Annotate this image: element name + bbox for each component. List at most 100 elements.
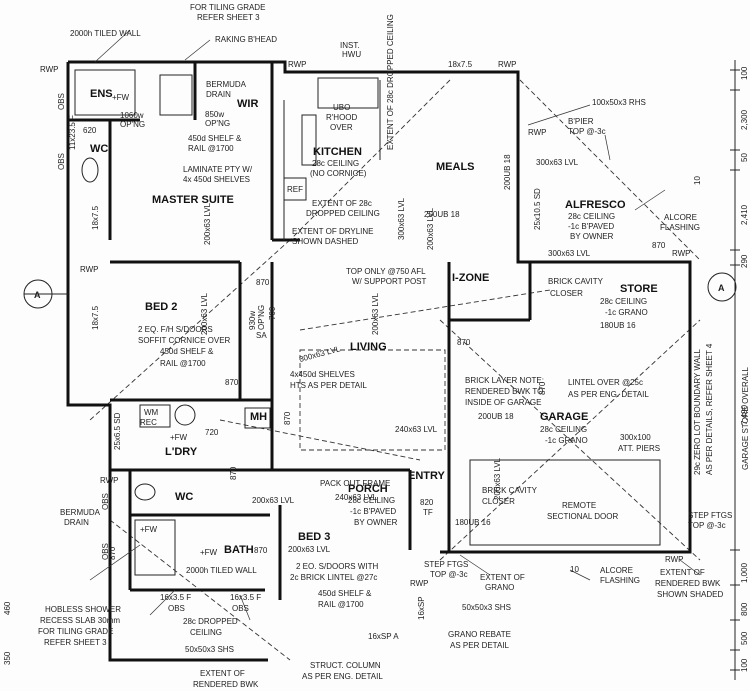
dim-870-store: 870 — [538, 381, 547, 395]
note-shelves-2: HTS AS PER DETAIL — [290, 381, 367, 390]
note-extent-ceiling-2: DROPPED CEILING — [306, 209, 380, 218]
note-tiled-wall-top: 2000h TILED WALL — [70, 29, 141, 38]
room-store: STORE — [620, 283, 658, 295]
note-smoke-alarm: SA — [256, 331, 267, 340]
note-extent-rendered-right-1: EXTENT OF — [660, 568, 705, 577]
note-opening-930-2: OP'NG — [257, 305, 266, 330]
note-bermuda-top-1: BERMUDA — [206, 80, 247, 89]
note-lvl-200-master: 200x63 LVL — [203, 202, 212, 245]
note-hobless-1: HOBLESS SHOWER — [45, 605, 121, 614]
room-kitchen: KITCHEN — [313, 146, 362, 158]
dim-870-left: 870 — [108, 546, 117, 560]
note-extent-rendered-right-2: RENDERED BWK — [655, 579, 721, 588]
dim-870-alfresco: 870 — [652, 241, 666, 250]
dim-right-1: 2,300 — [740, 109, 749, 130]
note-lvl-200-bed2: 200x63 LVL — [200, 292, 209, 335]
note-opening-850-1: 850w — [205, 110, 224, 119]
note-tiled-wall-bath: 2000h TILED WALL — [186, 566, 257, 575]
plan-labels: ENS WC WIR KITCHEN MEALS MASTER SUITE AL… — [3, 3, 750, 689]
note-brick-cavity-mid-2: CLOSER — [482, 497, 515, 506]
note-lvl-200-bed3: 200x63 LVL — [288, 545, 331, 554]
note-ubo-1: UBO — [333, 103, 350, 112]
note-struct-column-2: AS PER ENG. DETAIL — [302, 672, 383, 681]
walls — [66, 60, 692, 662]
section-marker-right-label: A — [718, 283, 725, 293]
note-rwp-2: RWP — [288, 60, 307, 69]
note-shs-left: 50x50x3 SHS — [185, 645, 234, 654]
room-entry: ENTRY — [408, 470, 446, 482]
note-laminate-2: 4x 450d SHELVES — [183, 175, 250, 184]
note-shelf-master-2: RAIL @1700 — [188, 144, 234, 153]
note-rhs: 100x50x3 RHS — [592, 98, 646, 107]
washing-machine-label: WM — [144, 408, 159, 417]
note-floor-waste-bath: +FW — [140, 525, 158, 534]
note-tiling-grade-top-1: FOR TILING GRADE — [190, 3, 265, 12]
note-extent-dryline-1: EXTENT OF DRYLINE — [292, 227, 374, 236]
detail-10-top: 10 — [693, 176, 702, 185]
note-extent-rendered-left-2: RENDERED BWK — [193, 680, 259, 689]
note-bed3-doors-2: 2c BRICK LINTEL @27c — [290, 573, 377, 582]
note-dropped-ceiling-2: CEILING — [190, 628, 222, 637]
note-spacing-16x35-2: 16x3.5 F — [230, 593, 261, 602]
note-dropped-ceiling-1: 28c DROPPED — [183, 617, 238, 626]
note-bermuda-top-2: DRAIN — [206, 90, 231, 99]
note-brick-layer-3: INSIDE OF GARAGE — [465, 398, 541, 407]
note-lvl-200-garage: 200x63 LVL — [493, 457, 502, 500]
note-bed2-doors-1: 2 EQ. F/H S/DOORS — [138, 325, 213, 334]
note-grano-rebate-1: GRANO REBATE — [448, 630, 511, 639]
note-bed3-shelf-2: RAIL @1700 — [318, 600, 364, 609]
note-obs-1: OBS — [57, 93, 66, 110]
dim-right-8: 500 — [740, 631, 749, 645]
room-ens: ENS — [90, 88, 113, 100]
note-alfresco-paved-2: BY OWNER — [570, 232, 614, 241]
note-bed3-shelf-1: 450d SHELF & — [318, 589, 372, 598]
section-marker-left — [23, 279, 68, 309]
dim-870-bed2: 870 — [225, 378, 239, 387]
note-ubo-2: R'HOOD — [326, 113, 358, 122]
room-wc-upper: WC — [90, 143, 108, 155]
room-wc-lower: WC — [175, 491, 193, 503]
note-opening-850-2: OP'NG — [205, 119, 230, 128]
note-hobless-2: RECESS SLAB 30mm — [40, 616, 120, 625]
note-rwp-3: RWP — [498, 60, 517, 69]
note-bed2-shelf-1: 450d SHELF & — [160, 347, 214, 356]
note-extent-dryline-2: SHOWN DASHED — [292, 237, 358, 246]
note-garage-overall: GARAGE STORE OVERALL — [741, 366, 750, 470]
room-bath: BATH — [224, 544, 254, 556]
dim-right-5: 7,490 — [740, 404, 749, 425]
dim-720: 720 — [205, 428, 219, 437]
note-lintel-1: LINTEL OVER @25c — [568, 378, 643, 387]
note-ub-200-3: 200UB 18 — [478, 412, 514, 421]
note-hobless-4: REFER SHEET 3 — [44, 638, 107, 647]
note-bpier-1: B'PIER — [568, 117, 594, 126]
note-obs-2: OBS — [57, 153, 66, 170]
note-lvl-200-meals: 200x63 LVL — [426, 207, 435, 250]
note-opening-1060-1: 1060w — [120, 111, 144, 120]
dim-870-izone: 870 — [457, 338, 471, 347]
dim-820: 820 — [420, 498, 434, 507]
note-obs-6: OBS — [232, 604, 249, 613]
note-obs-4: OBS — [101, 543, 110, 560]
note-grano-rebate-2: AS PER DETAIL — [450, 641, 510, 650]
fridge-label: REF — [287, 185, 303, 194]
note-shs-right: 50x50x3 SHS — [462, 603, 511, 612]
note-extent-grano-2: GRANO — [485, 583, 514, 592]
note-top-only-2: W/ SUPPORT POST — [352, 277, 426, 286]
note-kitchen-ceiling: 28c CEILING — [312, 159, 359, 168]
note-lvl-200-wc: 200x63 LVL — [252, 496, 295, 505]
fixtures — [74, 69, 661, 576]
note-bed2-doors-2: SOFFIT CORNICE OVER — [138, 336, 231, 345]
note-struct-column-1: STRUCT. COLUMN — [310, 661, 381, 670]
note-lvl-300-2: 300x63 LVL — [548, 249, 591, 258]
dim-right-2: 50 — [740, 153, 749, 162]
note-lintel-2: AS PER ENG. DETAIL — [568, 390, 649, 399]
note-raking-bhead: RAKING B'HEAD — [215, 35, 277, 44]
note-rwp-7: RWP — [100, 476, 119, 485]
note-store-ceiling: 28c CEILING — [600, 297, 647, 306]
note-extent-grano-1: EXTENT OF — [480, 573, 525, 582]
note-garage-ceiling: 28c CEILING — [540, 425, 587, 434]
note-pack-out: PACK OUT FRAME — [320, 479, 390, 488]
note-rwp-4: RWP — [528, 128, 547, 137]
note-porch-paved-2: BY OWNER — [354, 518, 398, 527]
